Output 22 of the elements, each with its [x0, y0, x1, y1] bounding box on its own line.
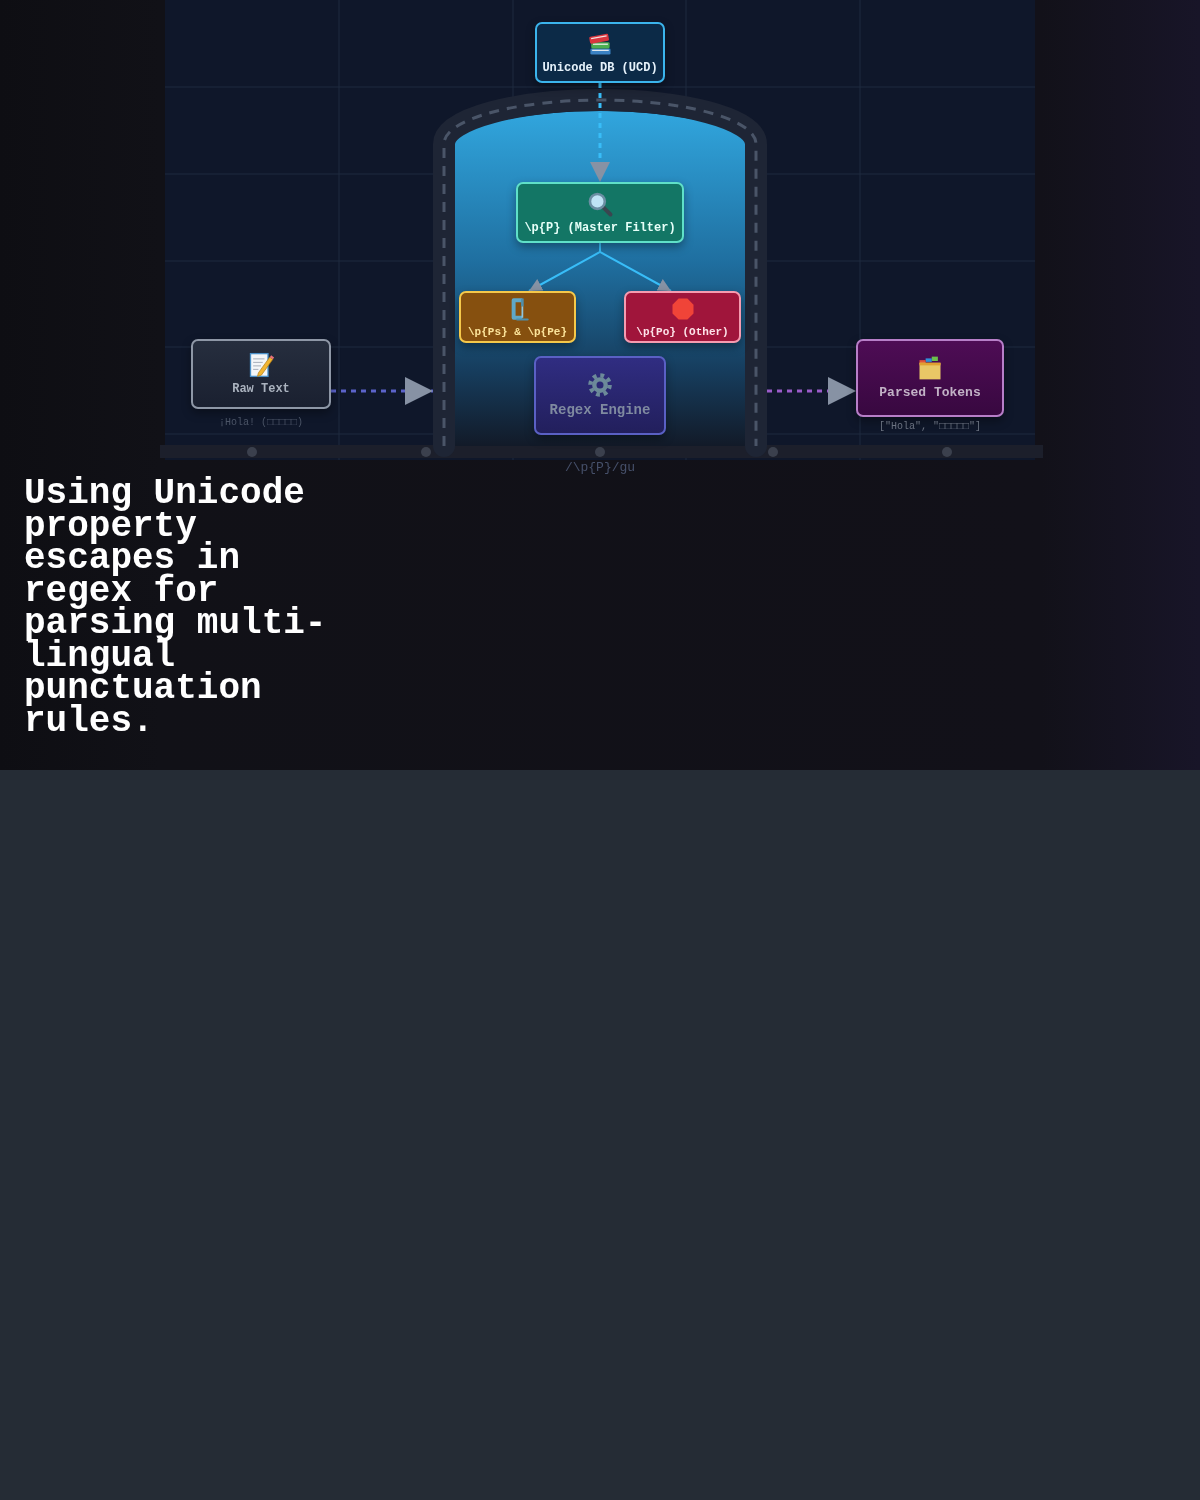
connector-arrow — [331, 377, 433, 405]
process-box — [459, 291, 576, 343]
connector-arrow — [767, 377, 856, 405]
connector-arrow — [590, 83, 610, 182]
process-box — [535, 22, 665, 83]
node-label: \p{Ps} & \p{Pe} — [468, 325, 567, 340]
node-label: Parsed Tokens — [879, 385, 981, 402]
process-box — [191, 339, 331, 409]
process-box — [624, 291, 741, 343]
node-label: Raw Text — [232, 382, 290, 397]
process-box — [534, 356, 666, 435]
node-caption: /\p{P}/gu — [564, 460, 636, 475]
connector-arrow — [599, 242, 672, 292]
title: Using Unicode property escapes in regex for parsing multi-lingual punctuation rules. — [24, 478, 328, 738]
node-label: \p{Po} (Other) — [636, 325, 729, 340]
node-label: Unicode DB (UCD) — [542, 60, 658, 76]
node-label: \p{P} (Master Filter) — [524, 220, 676, 236]
process-box — [856, 339, 1004, 417]
node-caption: ¡Hola! (□□□□□) — [219, 417, 303, 429]
node-caption: ["Hola", "□□□□□"] — [879, 421, 981, 433]
node-label: Regex Engine — [549, 402, 651, 420]
process-box — [516, 182, 684, 243]
